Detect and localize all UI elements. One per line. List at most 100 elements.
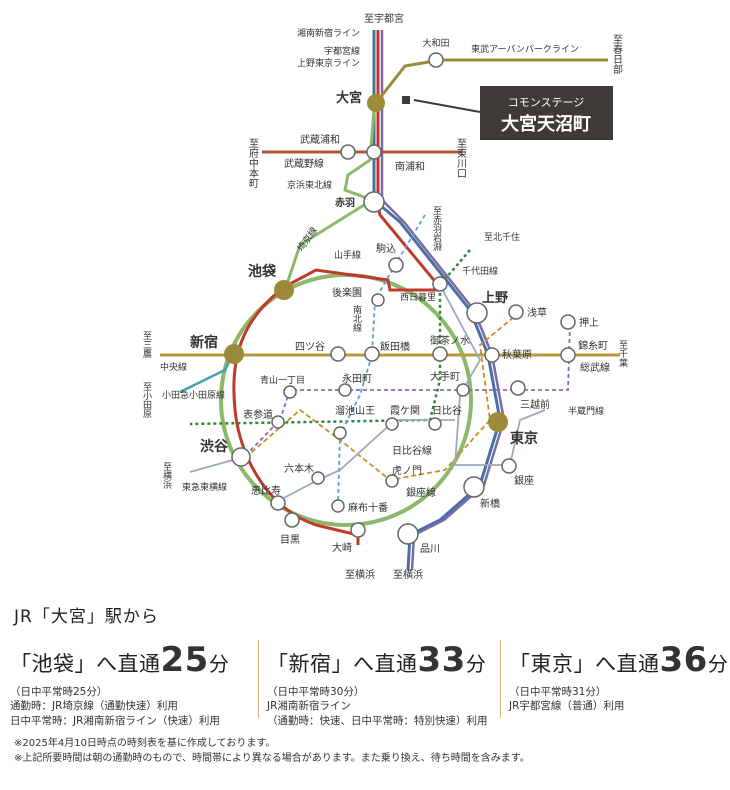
label-toyoko-line: 東急東横線 [182, 481, 227, 493]
access-info-section: JR「大宮」駅から 「池袋」へ直通25分 （日中平常時25分） 通勤時：JR埼京… [0, 596, 730, 790]
label-utsunomiya-line: 宇都宮線 [324, 45, 360, 57]
label-mitsukoshimae: 三越前 [520, 398, 550, 411]
keihin-tohoku-line [372, 30, 502, 571]
korakuen-station [371, 293, 385, 307]
oshiage-station [560, 314, 576, 330]
route-map: コモンステージ 大宮天沼町 至宇都宮 湘南新宿ライン 宇都宮線 上野東京ライン … [141, 12, 628, 581]
tameike-sanno-station [333, 426, 347, 440]
label-to-mitaka: 至三鷹 [141, 331, 152, 359]
label-ueno-tokyo-line: 上野東京ライン [297, 57, 360, 69]
label-komagome: 駒込 [376, 243, 396, 255]
route-tokyo-dest: 「東京」へ直通 [509, 652, 660, 676]
saikyo-line [283, 109, 376, 291]
shibuya-station [231, 447, 251, 467]
label-meguro: 目黒 [280, 534, 300, 546]
ginza-station [501, 458, 517, 474]
route-tokyo-unit: 分 [707, 652, 729, 676]
label-to-akabane-iwabuchi: 至赤羽岩淵 [431, 206, 442, 252]
route-ikebukuro-unit: 分 [208, 652, 230, 676]
label-azabu-juban: 麻布十番 [348, 501, 388, 514]
iidabashi-station [364, 346, 380, 362]
omotesando-station [271, 415, 285, 429]
label-ochanomizu: 御茶ノ水 [430, 334, 470, 347]
label-hibiya-line: 日比谷線 [392, 444, 432, 457]
label-yamanote-line: 山手線 [334, 249, 361, 261]
shinagawa-station [397, 523, 419, 545]
label-to-fuchu-honmachi: 至府中本町 [247, 138, 259, 188]
label-ueno: 上野 [482, 291, 508, 306]
shimbashi-station [463, 476, 485, 498]
label-chuo-line: 中央線 [160, 361, 187, 373]
label-tameike-sanno: 溜池山王 [335, 404, 375, 417]
label-namboku-line: 南北線 [351, 304, 362, 332]
owada-station [428, 52, 444, 68]
label-hibiya: 日比谷 [432, 405, 462, 417]
label-to-yokohama-2: 至横浜 [393, 568, 423, 581]
label-aoyama: 青山一丁目 [260, 374, 305, 386]
label-to-utsunomiya: 至宇都宮 [364, 12, 404, 25]
route-tokyo-minutes: 36 [659, 640, 708, 680]
label-tobu-urban-park-line: 東武アーバンパークライン [471, 43, 579, 55]
property-box [480, 86, 613, 140]
label-minami-urawa: 南浦和 [395, 160, 425, 173]
route-ikebukuro-offpeak: （日中平常時25分） [10, 686, 108, 698]
nishi-nippori-station [432, 276, 448, 292]
label-roppongi: 六本木 [284, 462, 314, 475]
omiya-station [367, 94, 385, 112]
footnote-2: ※上記所要時間は朝の通勤時のもので、時間帯により異なる場合があります。また乗り換… [14, 753, 530, 764]
label-owada: 大和田 [422, 37, 449, 49]
label-korakuen: 後楽園 [332, 286, 362, 299]
label-ginza-line: 銀座線 [406, 486, 436, 499]
route-tokyo-offpeak: （日中平常時31分） [509, 686, 607, 698]
route-tokyo-note1: JR宇都宮線（普通）利用 [509, 700, 625, 712]
label-to-yokohama-left: 至横浜 [161, 462, 172, 490]
label-to-odawara: 至小田原 [141, 382, 152, 418]
ginza-line-track [244, 311, 521, 481]
label-tokyo: 東京 [510, 430, 538, 447]
footnotes: ※2025年4月10日時点の時刻表を基に作成しております。 ※上記所要時間は朝の… [14, 736, 530, 766]
route-shinjuku-note2: （通勤時：快速、日中平常時：特別快速）利用 [267, 715, 488, 727]
label-akihabara: 秋葉原 [502, 348, 532, 361]
label-shimbashi: 新橋 [480, 497, 500, 510]
label-omiya: 大宮 [336, 90, 362, 106]
route-shinjuku-unit: 分 [465, 652, 487, 676]
shinjuku-station [224, 344, 244, 364]
label-musashino-line: 武蔵野線 [284, 157, 324, 170]
label-to-kasukabe: 至春日部 [611, 34, 623, 75]
origin-heading: JR「大宮」駅から [14, 607, 159, 627]
label-akabane: 赤羽 [335, 196, 355, 209]
label-shibuya: 渋谷 [200, 438, 229, 455]
property-pointer [413, 99, 481, 113]
route-ikebukuro-note1: 通勤時：JR埼京線（通勤快速）利用 [10, 700, 178, 712]
route-ikebukuro-minutes: 25 [160, 640, 209, 680]
property-name-line2: 大宮天沼町 [501, 113, 591, 135]
label-omotesando: 表参道 [243, 408, 273, 421]
route-ikebukuro-note2: 日中平常時：JR湘南新宿ライン（快速）利用 [10, 715, 220, 727]
otemachi-station [456, 383, 470, 397]
label-to-yokohama-1: 至横浜 [345, 568, 375, 581]
property-marker [402, 96, 410, 104]
hibiya-line-track [279, 284, 546, 501]
label-kinshicho: 錦糸町 [578, 339, 608, 352]
label-yotsuya: 四ツ谷 [295, 341, 325, 353]
meguro-station [284, 512, 300, 528]
mitsukoshimae-station [510, 380, 526, 396]
tokyo-station [488, 412, 508, 432]
label-chiyoda-line: 千代田線 [462, 265, 498, 277]
route-shinjuku-note1: JR湘南新宿ライン [267, 700, 351, 712]
label-to-kita-senju: 至北千住 [484, 231, 520, 243]
aoyama-station [283, 385, 297, 399]
ueno-station [466, 302, 488, 324]
label-shinjuku: 新宿 [190, 334, 218, 351]
route-shinjuku: 「新宿」へ直通33分 （日中平常時30分） JR湘南新宿ライン （通勤時：快速、… [258, 640, 497, 727]
label-ginza: 銀座 [514, 474, 534, 487]
ochanomizu-station [432, 346, 448, 362]
footnote-1: ※2025年4月10日時点の時刻表を基に作成しております。 [14, 738, 276, 749]
label-shinagawa: 品川 [420, 543, 440, 555]
property-name-line1: コモンステージ [508, 96, 585, 109]
label-kasumigaseki: 霞ケ関 [390, 405, 420, 417]
toranomon-station [385, 474, 399, 488]
musashi-urawa-station [340, 144, 356, 160]
kasumigaseki-station [385, 417, 399, 431]
label-oshiage: 押上 [579, 316, 599, 329]
